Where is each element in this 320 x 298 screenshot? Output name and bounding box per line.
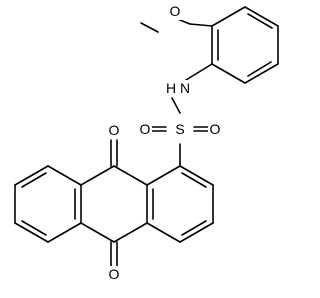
label-background	[173, 121, 187, 137]
ring-bond	[47, 165, 82, 186]
aryl-o-bond	[189, 23, 213, 27]
ring-double-bond	[247, 61, 272, 77]
sulfur-label: S	[175, 121, 184, 137]
label-background	[169, 4, 182, 20]
label-background	[178, 80, 192, 96]
sulfonyl-group	[151, 126, 209, 167]
molecule-drawing: O H N S O O O O	[14, 3, 279, 282]
aryl-n-bond	[185, 63, 213, 81]
ketone-oxygen-bottom-label: O	[109, 266, 120, 282]
ring-bond	[146, 165, 181, 186]
methoxyphenyl-ring	[189, 6, 279, 84]
ring-double-bond	[21, 220, 47, 236]
ring-bond	[146, 222, 181, 243]
methyl-o-bond	[140, 22, 159, 33]
ring-double-bond	[181, 220, 207, 236]
ring-double-bond	[247, 13, 273, 29]
ring-bond	[113, 222, 148, 243]
label-background	[164, 80, 178, 96]
ring-bond	[211, 6, 246, 27]
label-background	[138, 121, 152, 137]
ring-bond	[14, 165, 49, 186]
ring-bond	[113, 165, 148, 186]
ring-double-bond	[181, 172, 207, 188]
anthraquinone-central-ring	[80, 139, 148, 267]
atom-labels: O H N S O O O O	[107, 3, 222, 282]
ketone-oxygen-top-label: O	[109, 122, 120, 138]
ring-bond	[179, 165, 214, 186]
amine-hydrogen-label: H	[166, 80, 176, 96]
ring-bond	[179, 222, 214, 243]
ring-bond	[80, 222, 115, 243]
methoxy-group	[140, 17, 191, 33]
label-background	[208, 121, 222, 137]
amine-nitrogen-label: N	[180, 80, 190, 96]
label-background	[107, 122, 121, 138]
methoxy-oxygen-label: O	[170, 3, 181, 19]
sulfonyl-oxygen-left-label: O	[140, 121, 151, 137]
ring-bond	[244, 6, 279, 27]
ring-bond	[47, 222, 82, 243]
sulfonyl-oxygen-right-label: O	[210, 121, 221, 137]
ring-double-bond	[21, 172, 47, 188]
structure-canvas: O H N S O O O O	[14, 3, 279, 282]
n-s-bond	[171, 97, 181, 114]
amine-linkage	[171, 63, 213, 114]
label-background	[107, 266, 121, 282]
ring-bond	[14, 222, 49, 243]
ring-bond	[80, 165, 115, 186]
ring-bond	[211, 63, 246, 84]
anthraquinone-right-ring	[146, 165, 214, 243]
anthraquinone-left-ring	[14, 165, 82, 243]
ring-bond	[244, 63, 279, 84]
